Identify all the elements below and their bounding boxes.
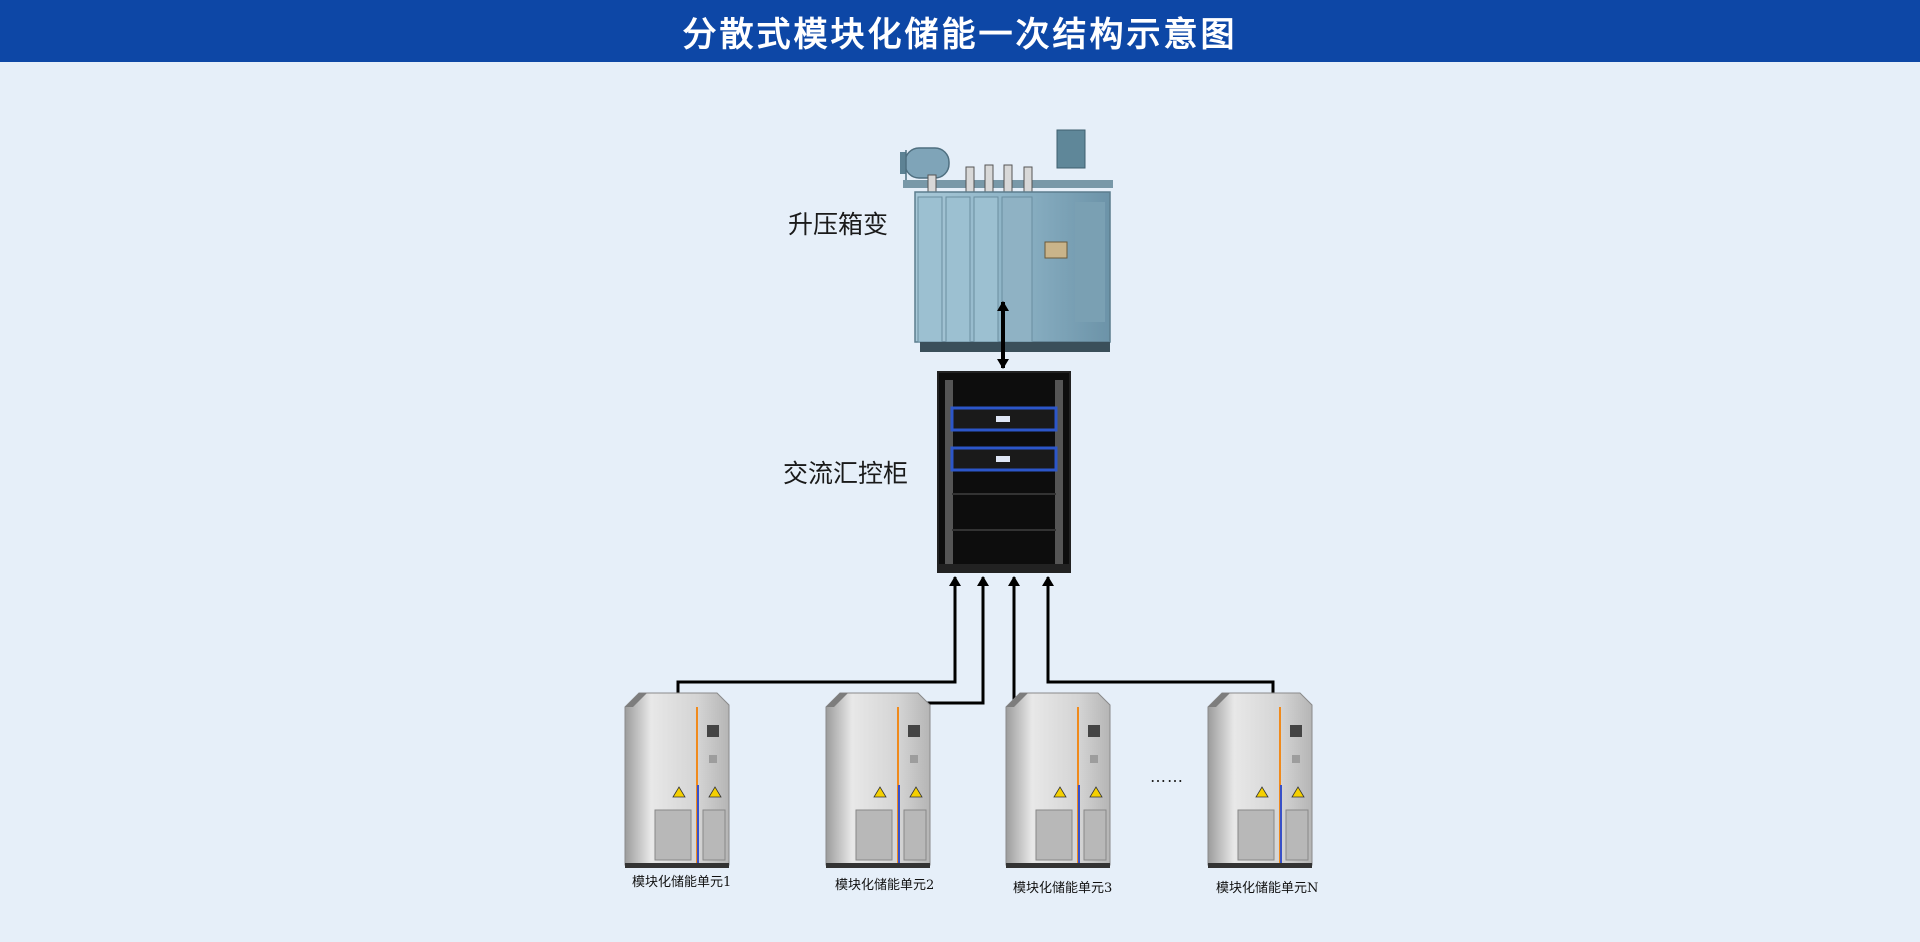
unit-1-label: 模块化储能单元1 [632,875,732,890]
header-bar: 分散式模块化储能一次结构示意图 [0,0,1920,62]
units-ellipsis: …… [1150,767,1184,786]
storage-unit-n-image [1207,692,1313,868]
unit-3-label: 模块化储能单元3 [1013,881,1113,896]
storage-unit-1-image [624,692,730,868]
unit-n-label: 模块化储能单元N [1216,881,1319,896]
unit-2-label: 模块化储能单元2 [835,878,935,893]
ac-cabinet-label: 交流汇控柜 [783,459,909,488]
diagram-canvas [624,129,1313,868]
ac-cabinet-image [937,371,1071,573]
storage-unit-3-image [1005,692,1111,868]
diagram-area: 升压箱变 交流汇控柜 模块化储能单元1 模块化储能单元2 模块化储能单元3 模块… [0,62,1920,942]
page-title: 分散式模块化储能一次结构示意图 [682,14,1238,55]
transformer-label: 升压箱变 [788,210,889,239]
storage-unit-2-image [825,692,931,868]
transformer-image [900,129,1113,352]
